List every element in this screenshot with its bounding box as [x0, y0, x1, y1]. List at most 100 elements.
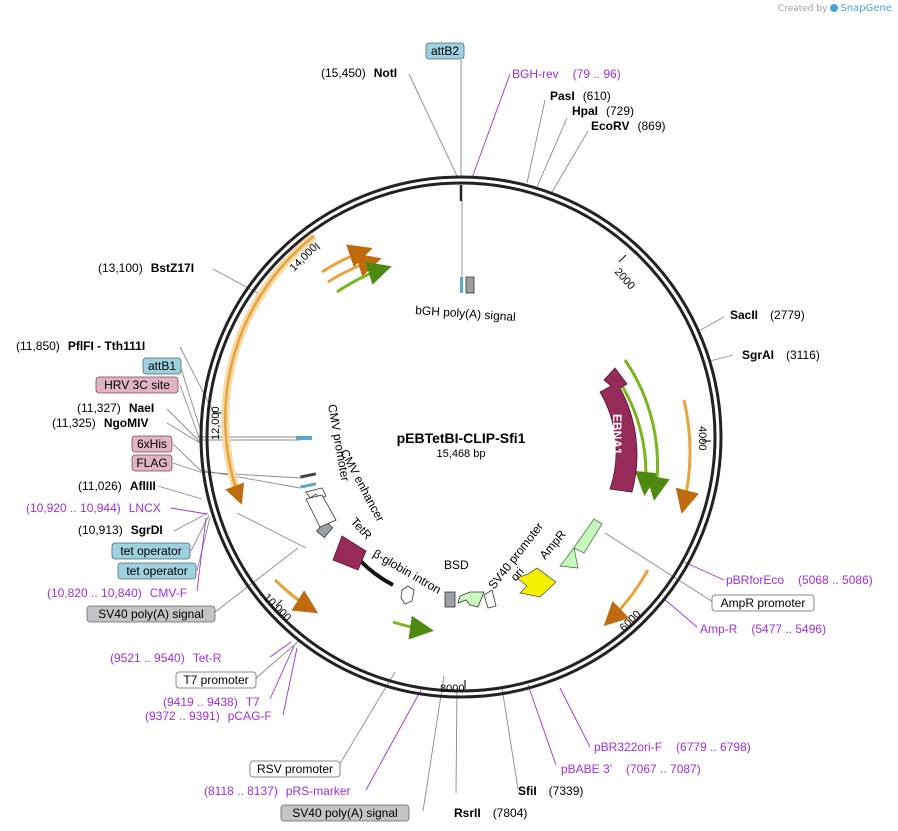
primer-name[interactable]: Tet-R [193, 651, 222, 665]
enzyme-name[interactable]: NotI [374, 66, 397, 80]
enzyme-pos: (3116) [786, 348, 820, 362]
snapgene-logo-icon [830, 4, 839, 12]
box-label: RSV promoter [257, 762, 333, 776]
primer-name[interactable]: pBABE 3' [561, 762, 612, 776]
box-sv40pa1[interactable]: SV40 poly(A) signal [86, 605, 216, 623]
primer-bind-right-2 [623, 359, 670, 501]
enzyme-pos: (13,100) [98, 261, 143, 275]
enzyme-name[interactable]: BstZ17I [151, 261, 194, 275]
primer-range: (8118 .. 8137) [204, 784, 278, 798]
bgh-polya-block [465, 276, 475, 294]
enzyme-pos: (11,325) [52, 416, 96, 430]
svg-text:(15,450)NotI: (15,450) NotI [321, 66, 397, 80]
bsd-block [444, 591, 456, 608]
cmv-mark-3 [299, 482, 317, 489]
svg-text:(9419 .. 9438)T7: (9419 .. 9438) T7 [163, 695, 260, 709]
svg-text:(13,100)BstZ17I: (13,100) BstZ17I [98, 261, 194, 275]
primer-range: (9419 .. 9438) [163, 695, 238, 709]
svg-text:Amp-R(5477 .. 5496): Amp-R(5477 .. 5496) [700, 622, 826, 636]
box-t7prom[interactable]: T7 promoter [175, 671, 257, 689]
svg-text:HpaI(729): HpaI(729) [572, 104, 634, 118]
tick-label: 6000 [618, 608, 644, 634]
ebna1-feature [599, 367, 638, 493]
box-label: tet operator [126, 564, 187, 578]
primer-bind-bottom [392, 615, 434, 640]
box-tetop1[interactable]: tet operator [111, 542, 191, 560]
primer-range: (10,820 .. 10,840) [47, 586, 142, 600]
enzyme-name[interactable]: SgrDI [131, 523, 163, 537]
enzyme-labels: (15,450)NotI PasI(610) HpaI(729) EcoRV(8… [16, 66, 820, 820]
box-attb1[interactable]: attB1 [142, 357, 182, 375]
box-amprprom[interactable]: AmpR promoter [711, 594, 815, 612]
backbone-inner [205, 181, 717, 693]
enzyme-name[interactable]: SfiI [518, 784, 537, 798]
ori-feature [516, 567, 557, 598]
enzyme-name[interactable]: SacII [730, 308, 758, 322]
orf-lower-left [273, 578, 319, 614]
svg-text:(11,850)PflFI - Tth111I: (11,850) PflFI - Tth111I [16, 339, 145, 353]
enzyme-pos: (11,026) [78, 479, 122, 493]
svg-text:(11,325)NgoMIV: (11,325) NgoMIV [52, 416, 148, 430]
orf-right [675, 399, 700, 514]
primer-name[interactable]: CMV-F [150, 586, 187, 600]
svg-text:(10,820 .. 10,840)CMV-F: (10,820 .. 10,840) CMV-F [47, 586, 187, 600]
primer-name[interactable]: pBR322ori-F [594, 740, 662, 754]
primer-range: (6779 .. 6798) [676, 740, 751, 754]
promoter-small-arrow [483, 589, 497, 609]
primer-name[interactable]: T7 [246, 695, 260, 709]
primer-range: (5068 .. 5086) [798, 573, 873, 587]
tetr-feature [332, 535, 367, 571]
svg-text:pBABE 3'(7067 .. 7087): pBABE 3'(7067 .. 7087) [561, 762, 701, 776]
box-his[interactable]: 6xHis [131, 435, 173, 453]
box-label: 6xHis [137, 437, 167, 451]
box-tetop2[interactable]: tet operator [117, 562, 197, 580]
plasmid-name: pEBTetBI-CLIP-Sfi1 [397, 430, 526, 446]
enzyme-pos: (11,327) [77, 401, 121, 415]
enzyme-pos: (2779) [770, 308, 805, 322]
feature-label-bgh: bGH poly(A) signal [415, 303, 516, 324]
box-rsvprom[interactable]: RSV promoter [249, 760, 341, 778]
feature-label-tetr: TetR [348, 515, 375, 543]
primer-range: (9372 .. 9391) [145, 709, 220, 723]
box-label: SV40 poly(A) signal [292, 806, 397, 820]
enzyme-name[interactable]: RsrII [454, 806, 481, 820]
box-sv40pa2[interactable]: SV40 poly(A) signal [280, 804, 410, 822]
cmv-mark-2 [299, 472, 317, 479]
enzyme-name[interactable]: NgoMIV [104, 416, 149, 430]
svg-text:(11,327)NaeI: (11,327) NaeI [77, 401, 154, 415]
plasmid-size: 15,468 bp [437, 448, 486, 460]
svg-text:pBRforEco(5068 .. 5086): pBRforEco (5068 .. 5086) [726, 573, 873, 587]
orf-left-halo [221, 232, 317, 502]
svg-text:(10,920 .. 10,944)LNCX: (10,920 .. 10,944)LNCX [26, 501, 161, 515]
enzyme-name[interactable]: SgrAI [742, 348, 774, 362]
box-label: attB2 [431, 44, 459, 58]
primer-connectors [170, 73, 725, 791]
enzyme-name[interactable]: NaeI [129, 401, 154, 415]
enzyme-pos: (7339) [549, 784, 584, 798]
primer-name[interactable]: LNCX [129, 501, 161, 515]
svg-text:RsrII(7804): RsrII(7804) [454, 806, 527, 820]
primer-name[interactable]: BGH-rev [512, 67, 559, 81]
enzyme-name[interactable]: AflIII [130, 479, 156, 493]
svg-text:(9372 .. 9391)pCAG-F: (9372 .. 9391) pCAG-F [145, 709, 272, 723]
enzyme-name[interactable]: PasI [550, 89, 575, 103]
primer-name[interactable]: Amp-R [700, 622, 738, 636]
primer-range: (9521 .. 9540) [110, 651, 185, 665]
primer-name[interactable]: pCAG-F [228, 709, 272, 723]
enzyme-name[interactable]: PflFI - Tth111I [68, 339, 145, 353]
svg-text:pBR322ori-F(6779 .. 6798): pBR322ori-F (6779 .. 6798) [594, 740, 751, 754]
box-flag[interactable]: FLAG [131, 454, 173, 472]
box-attb2[interactable]: attB2 [425, 42, 465, 60]
enzyme-name[interactable]: HpaI [572, 104, 598, 118]
primer-name[interactable]: pBRforEco [726, 573, 784, 587]
enzyme-pos: (11,850) [16, 339, 60, 353]
svg-text:(8118 .. 8137)pRS-marker: (8118 .. 8137) pRS-marker [204, 784, 351, 798]
enzyme-pos: (15,450) [321, 66, 366, 80]
feature-label-bsd: BSD [444, 558, 469, 572]
enzyme-name[interactable]: EcoRV [591, 119, 629, 133]
primer-name[interactable]: pRS-marker [286, 784, 351, 798]
box-hrv[interactable]: HRV 3C site [95, 376, 179, 394]
tick-label: 12,000 [210, 406, 222, 440]
cmv-promoter-block [305, 494, 337, 528]
